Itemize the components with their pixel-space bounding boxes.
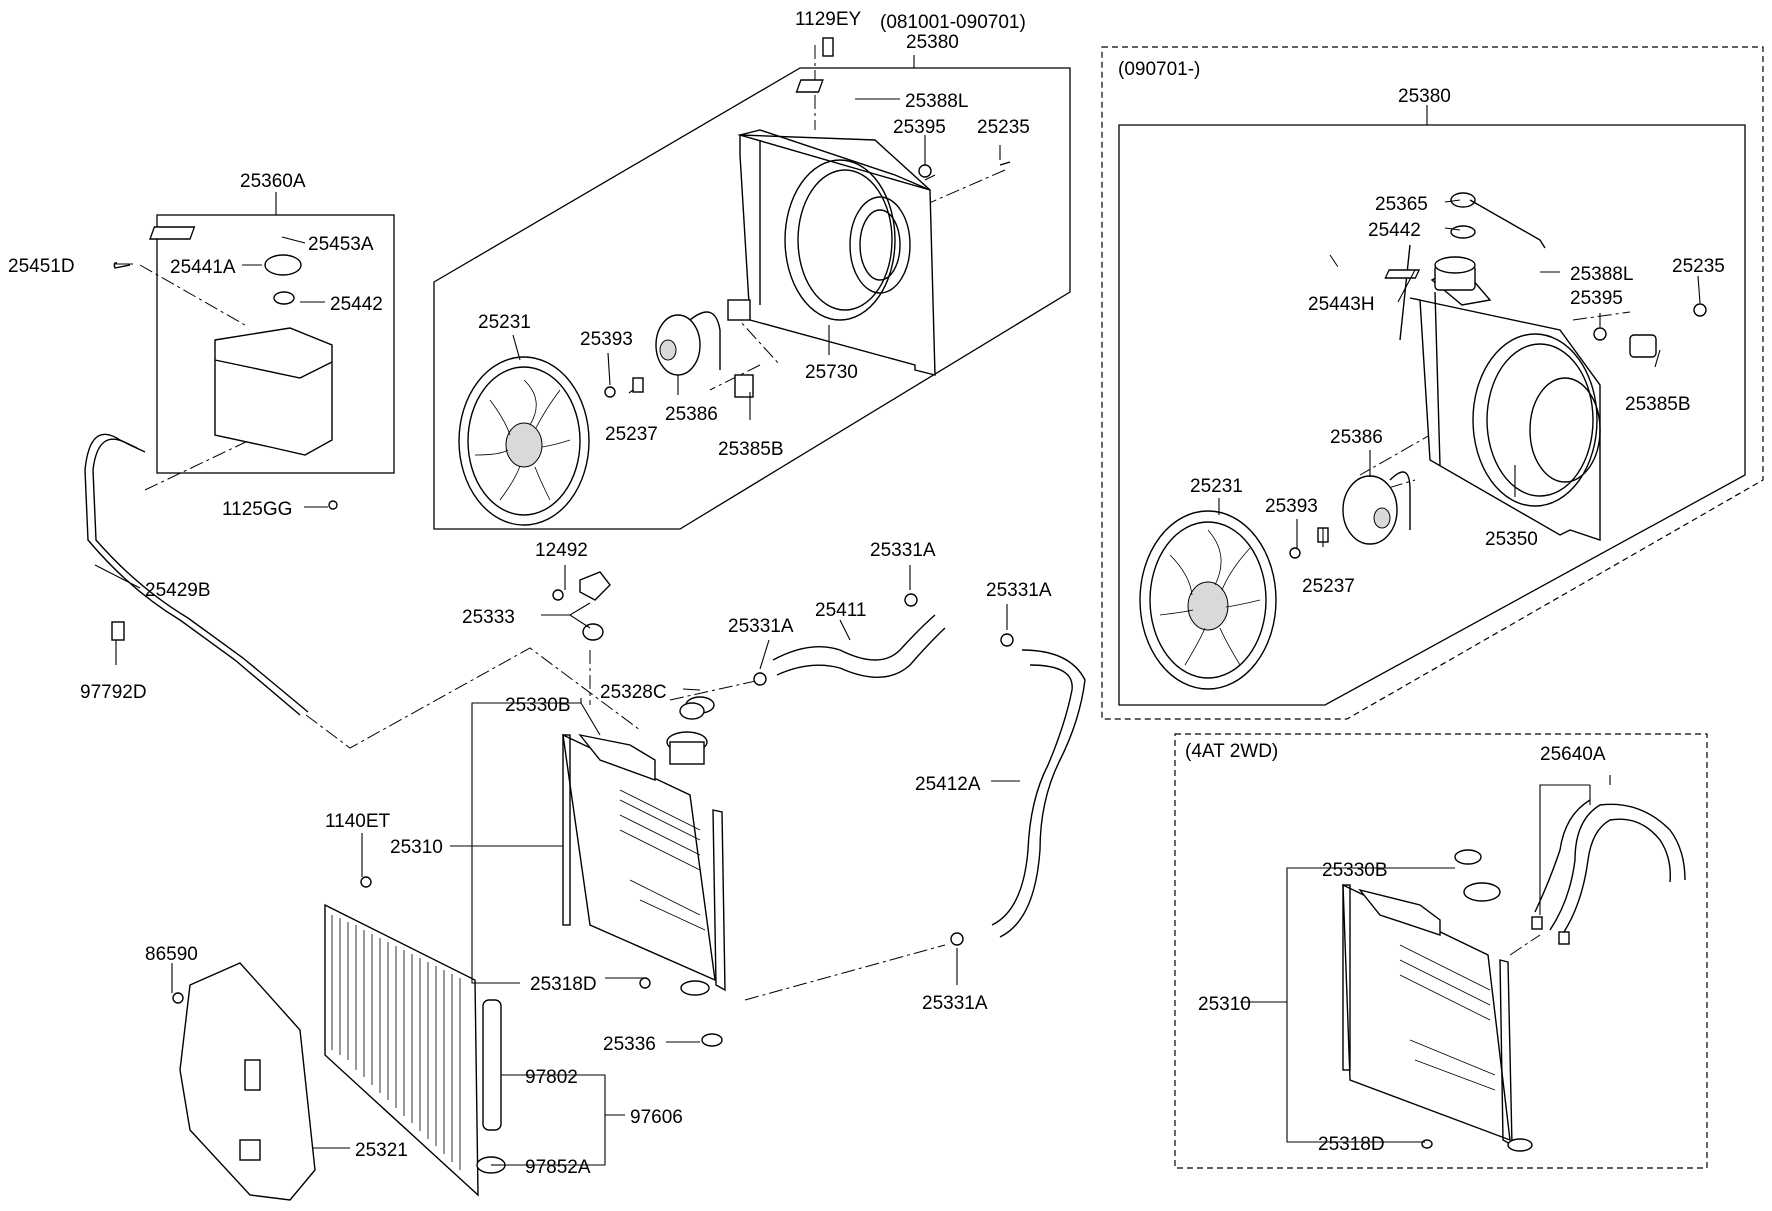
labels: (081001-090701) 25380 (090701-) 25380 25… [8, 9, 1725, 1178]
label-25328c: 25328C [600, 682, 667, 703]
label-97606: 97606 [630, 1107, 683, 1128]
at-box [1174, 733, 1708, 1169]
radiator [562, 696, 726, 1047]
label-25442-late: 25442 [1368, 220, 1421, 241]
label-25441a: 25441A [170, 257, 236, 278]
label-25350: 25350 [1485, 529, 1538, 550]
label-25237-late: 25237 [1302, 576, 1355, 597]
label-25412a: 25412A [915, 774, 981, 795]
label-25386-early: 25386 [665, 404, 718, 425]
label-25331a-2: 25331A [728, 616, 794, 637]
fan-late-box [1101, 46, 1764, 720]
label-25231-late: 25231 [1190, 476, 1243, 497]
small-parts-early [795, 37, 1011, 178]
motor-early [604, 299, 754, 398]
label-range-late: (090701-) [1118, 59, 1200, 80]
label-range-early: (081001-090701) [880, 12, 1026, 33]
label-25237-early: 25237 [605, 424, 658, 445]
label-25395-late: 25395 [1570, 288, 1623, 309]
label-1129ey: 1129EY [795, 9, 862, 30]
label-1125gg: 1125GG [222, 499, 292, 520]
label-97792d: 97792D [80, 682, 147, 703]
label-25336: 25336 [603, 1034, 656, 1055]
label-25386-late: 25386 [1330, 427, 1383, 448]
air-guard [172, 962, 316, 1201]
label-97852a: 97852A [525, 1157, 591, 1178]
label-25318d-main: 25318D [530, 974, 597, 995]
label-25395-early: 25395 [893, 117, 946, 138]
label-25393-early: 25393 [580, 329, 633, 350]
label-86590: 86590 [145, 944, 198, 965]
label-25380-early: 25380 [906, 32, 959, 53]
reservoir-late [1434, 256, 1476, 291]
label-25231-early: 25231 [478, 312, 531, 333]
label-25443h: 25443H [1308, 294, 1375, 315]
label-25235-late: 25235 [1672, 256, 1725, 277]
label-25331a-1: 25331A [870, 540, 936, 561]
label-25310-at: 25310 [1198, 994, 1251, 1015]
label-25380-late: 25380 [1398, 86, 1451, 107]
label-25730: 25730 [805, 362, 858, 383]
label-25235-early: 25235 [977, 117, 1030, 138]
fan-late-inner-box [1118, 124, 1746, 706]
expansion-tank [113, 226, 338, 510]
label-1140et: 1140ET [325, 811, 391, 832]
lower-hose [950, 633, 1086, 946]
label-25330b-at: 25330B [1322, 860, 1388, 881]
hose-route-leader [305, 647, 641, 749]
label-25385b-late: 25385B [1625, 394, 1691, 415]
label-25388l-early: 25388L [905, 91, 968, 112]
fan-blade-early [458, 356, 590, 526]
label-25330b-main: 25330B [505, 695, 571, 716]
upper-hose [753, 593, 946, 686]
label-25331a-3: 25331A [986, 580, 1052, 601]
label-97802: 97802 [525, 1067, 578, 1088]
label-25331a-4: 25331A [922, 993, 988, 1014]
shroud-early [737, 129, 936, 376]
small-parts-late [1384, 192, 1707, 358]
label-25393-late: 25393 [1265, 496, 1318, 517]
label-25411: 25411 [815, 600, 866, 621]
label-25365: 25365 [1375, 194, 1428, 215]
label-25360a: 25360A [240, 171, 306, 192]
overflow-hose [84, 433, 309, 716]
label-25318d-at: 25318D [1318, 1134, 1385, 1155]
leader-lines [94, 55, 1701, 1166]
fan-early-box [433, 67, 1071, 530]
label-25640a: 25640A [1540, 744, 1606, 765]
condenser [324, 876, 506, 1197]
label-25333: 25333 [462, 607, 515, 628]
label-25451d: 25451D [8, 256, 75, 277]
oil-cooler-hoses [1531, 799, 1686, 945]
radiator-at [1342, 849, 1533, 1152]
label-4at-2wd: (4AT 2WD) [1185, 741, 1278, 762]
label-25388l-late: 25388L [1570, 264, 1633, 285]
label-25385b-early: 25385B [718, 439, 784, 460]
label-25453a: 25453A [308, 234, 374, 255]
label-25442-tank: 25442 [330, 294, 383, 315]
label-25429b: 25429B [145, 580, 211, 601]
label-12492: 12492 [535, 540, 588, 561]
label-25321: 25321 [355, 1140, 408, 1161]
bracket-12492 [552, 571, 705, 720]
fan-blade-late [1139, 510, 1277, 690]
label-25310-main: 25310 [390, 837, 443, 858]
